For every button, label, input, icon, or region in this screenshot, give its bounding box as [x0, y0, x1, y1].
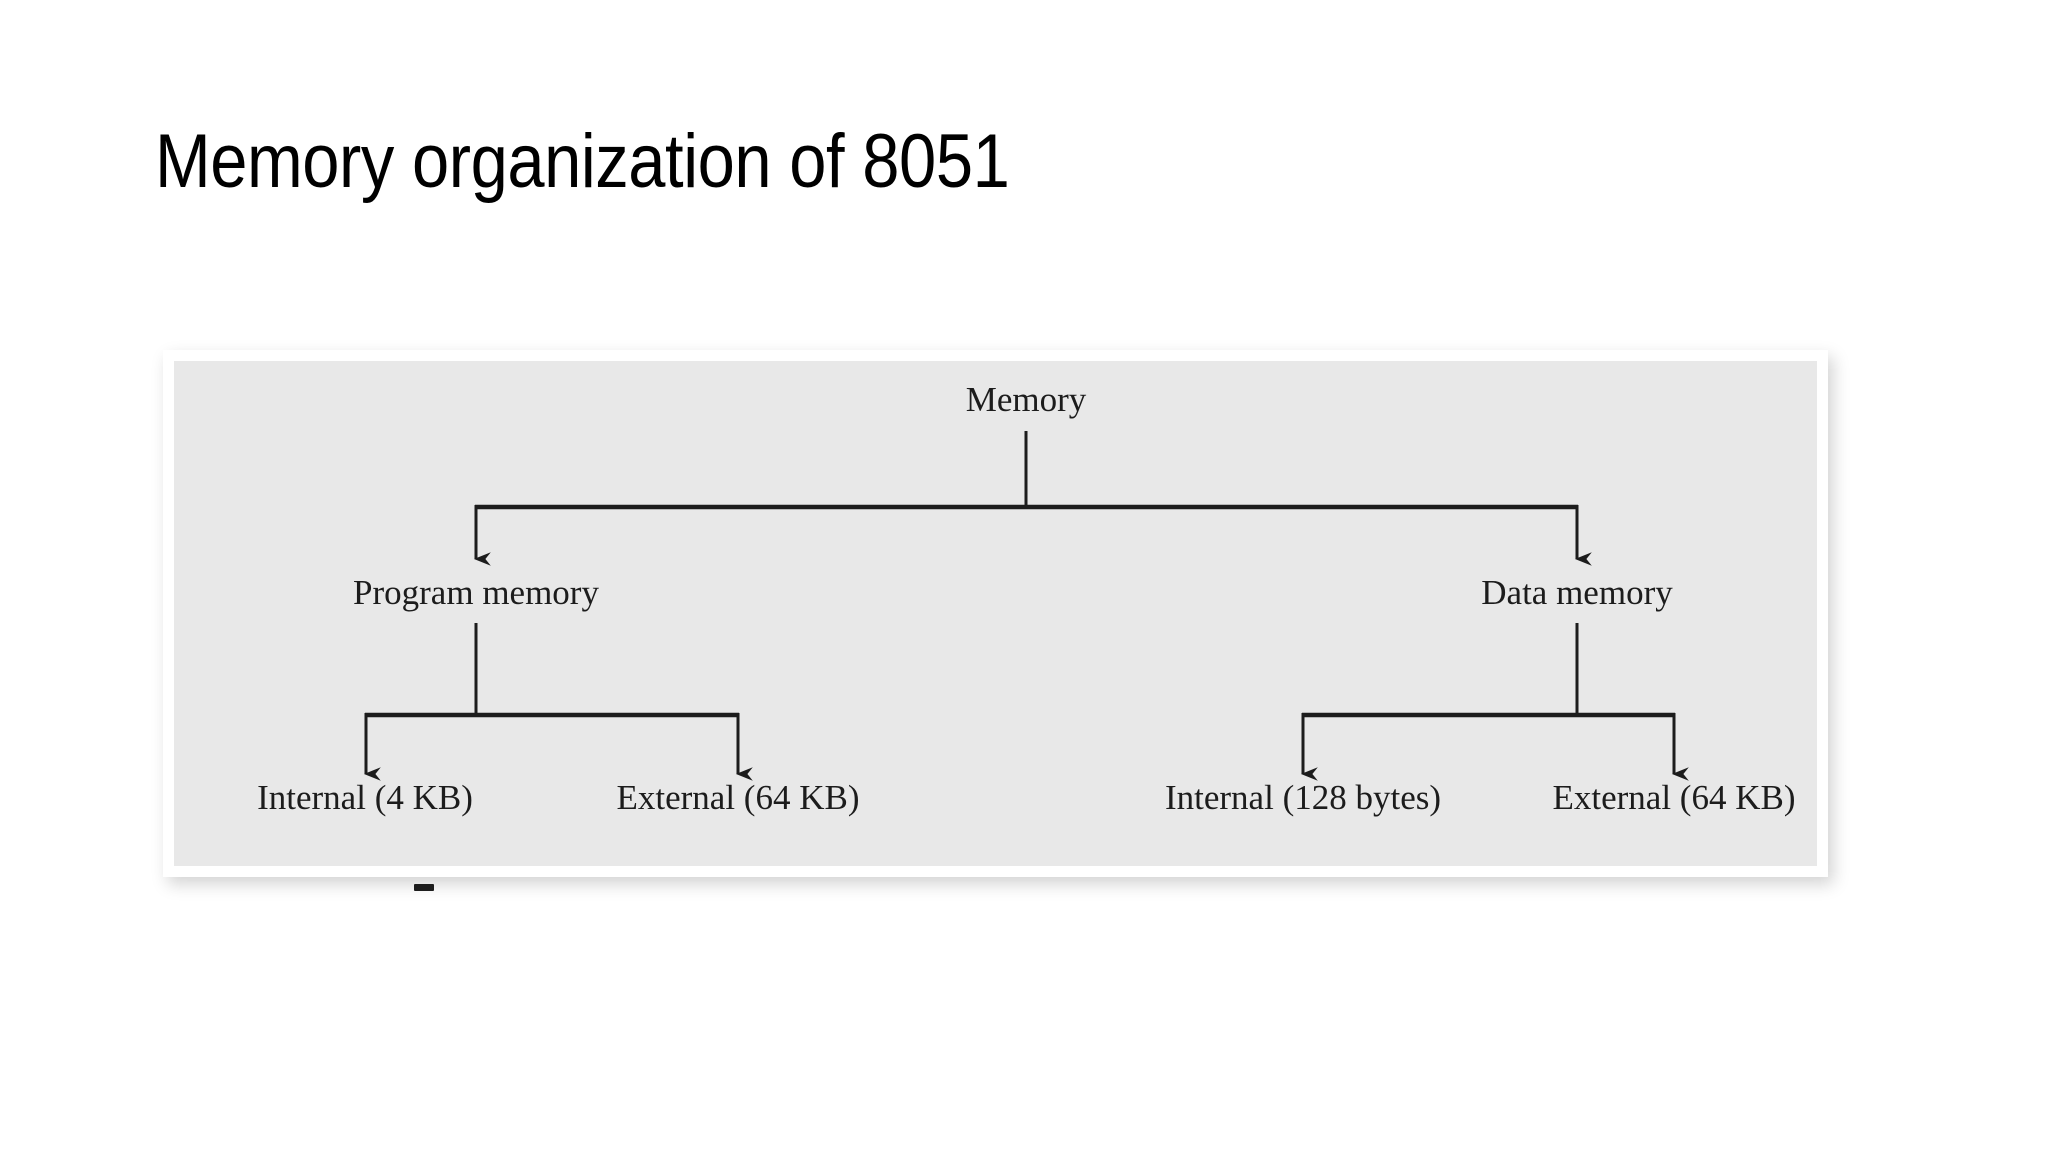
node-label-program-external: External (64 KB)	[617, 778, 860, 817]
page-title: Memory organization of 8051	[155, 119, 1010, 204]
node-label-program-internal: Internal (4 KB)	[257, 778, 473, 817]
node-label-memory: Memory	[966, 380, 1087, 419]
node-label-program-memory: Program memory	[353, 573, 599, 612]
figure-panel: Memory Program memory Data memory Intern…	[163, 350, 1828, 877]
figure-plate: Memory Program memory Data memory Intern…	[174, 361, 1817, 866]
node-label-data-memory: Data memory	[1481, 573, 1673, 612]
node-label-data-internal: Internal (128 bytes)	[1165, 778, 1441, 817]
node-label-data-external: External (64 KB)	[1553, 778, 1796, 817]
stray-glyph-mark	[414, 884, 434, 891]
memory-organization-tree: Memory Program memory Data memory Intern…	[257, 380, 1796, 817]
